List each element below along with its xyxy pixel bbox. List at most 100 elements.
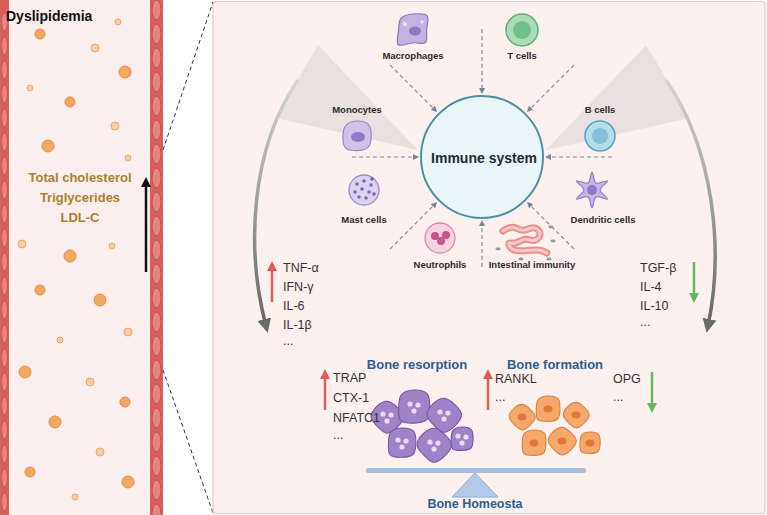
cell-vacuole	[420, 20, 424, 24]
osteoblast-body	[536, 396, 560, 421]
endothelial-cell	[152, 408, 161, 428]
endothelial-cell	[2, 181, 8, 199]
endothelial-cell	[152, 96, 161, 116]
bone-marker: TRAP	[333, 371, 366, 386]
endothelial-cell	[152, 456, 161, 476]
cell-nucleus	[592, 128, 608, 144]
microbe	[548, 226, 553, 229]
node-label: Bone formation	[500, 357, 610, 373]
granule	[372, 192, 376, 196]
immune-cell: Monocytes	[307, 100, 407, 158]
osteoclast-body	[451, 427, 473, 450]
endothelial-cell	[152, 168, 161, 188]
node-label: Dendritic cells	[553, 214, 653, 225]
cell-nucleus	[445, 410, 450, 415]
blood-vessel: DyslipidemiaTotal cholesterolTriglycerid…	[0, 0, 163, 515]
immune-cell: Neutrophils	[390, 215, 490, 275]
sector-dividers	[352, 29, 612, 267]
osteoclast	[399, 390, 430, 423]
granule	[355, 182, 359, 186]
endothelial-cell	[2, 109, 8, 127]
lipid-particle	[125, 155, 131, 161]
microbe	[495, 248, 500, 251]
node-label: Intestinal immunity	[472, 259, 592, 270]
node-label: B cells	[550, 104, 650, 115]
osteoblast-body	[509, 404, 535, 430]
endothelial-cell	[2, 325, 8, 343]
endothelial-cell	[2, 493, 8, 511]
endothelial-cell	[2, 349, 8, 367]
endothelial-cell	[2, 373, 8, 391]
granule	[369, 183, 373, 187]
endothelial-cell	[2, 397, 8, 415]
granule	[353, 190, 357, 194]
cell-nucleus	[513, 21, 531, 39]
vessel-lumen	[9, 0, 150, 515]
osteoclast-body	[427, 398, 462, 432]
osteoclast-body	[388, 428, 415, 457]
intestine-lumen	[503, 227, 547, 253]
endothelial-cell	[2, 301, 8, 319]
lipid-particle	[42, 140, 54, 152]
endothelial-cell	[152, 384, 161, 404]
cell-nucleus	[380, 411, 385, 416]
cell-nucleus	[431, 446, 436, 451]
osteoblast	[522, 430, 546, 455]
lipid-particle	[35, 29, 45, 39]
osteoblast-body	[548, 427, 576, 455]
immune-cell: Dendritic cells	[553, 168, 653, 228]
lipid-particle	[96, 448, 104, 456]
endothelial-cell	[2, 37, 8, 55]
cell-nucleus	[395, 437, 400, 442]
monocyte-icon	[343, 121, 371, 151]
node-label: Mast cells	[314, 214, 414, 225]
cell-nucleus	[437, 409, 442, 414]
immune-cell: T cells	[472, 6, 572, 66]
ellipsis: ...	[333, 428, 343, 443]
lipid-particle	[109, 243, 115, 249]
lipid-particle	[94, 294, 106, 306]
osteoclast-body	[399, 390, 430, 423]
increase-arrow	[271, 266, 274, 302]
lipid-label: Total cholesterol	[0, 170, 160, 186]
lipid-particle	[72, 494, 78, 500]
lipid-particle	[49, 416, 61, 428]
lipid-particle	[111, 122, 119, 130]
node-label: Bone resorption	[352, 357, 482, 373]
cell-nucleus	[586, 440, 595, 447]
endothelial-cell	[152, 48, 161, 68]
osteoclast-body	[417, 428, 452, 462]
endothelial-cell	[152, 72, 161, 92]
ellipsis: ...	[640, 315, 650, 330]
osteoclast	[427, 398, 462, 432]
osteoblast-body	[580, 432, 600, 453]
osteoblast-group: Bone formation	[500, 355, 610, 465]
bone-marker: CTX-1	[333, 391, 369, 406]
node-label: T cells	[472, 50, 572, 61]
dendritic-cell-icon	[576, 172, 607, 208]
osteoblast	[563, 402, 589, 428]
cell-nucleus	[407, 401, 412, 406]
cell-nucleus	[441, 416, 446, 421]
cell-vacuole	[403, 22, 407, 26]
lipid-particle	[27, 85, 33, 91]
b-cell-icon	[585, 121, 615, 151]
node-label: Immune system	[422, 150, 546, 167]
endothelial-cell	[152, 240, 161, 260]
cell-nucleus	[384, 418, 389, 423]
increase-arrow	[145, 182, 148, 272]
osteoblast-body	[522, 430, 546, 455]
lipid-particle	[119, 66, 131, 78]
ellipsis: ...	[613, 390, 623, 405]
lipid-particle	[124, 328, 132, 336]
cell-nucleus	[455, 433, 460, 438]
cell-nucleus	[463, 434, 468, 439]
bone-marker: RANKL	[495, 372, 537, 387]
endothelial-cell	[152, 216, 161, 236]
cell-nucleus	[572, 412, 581, 419]
sector-divider	[529, 65, 574, 110]
lipid-particle	[57, 337, 63, 343]
zoom-line	[163, 2, 213, 150]
